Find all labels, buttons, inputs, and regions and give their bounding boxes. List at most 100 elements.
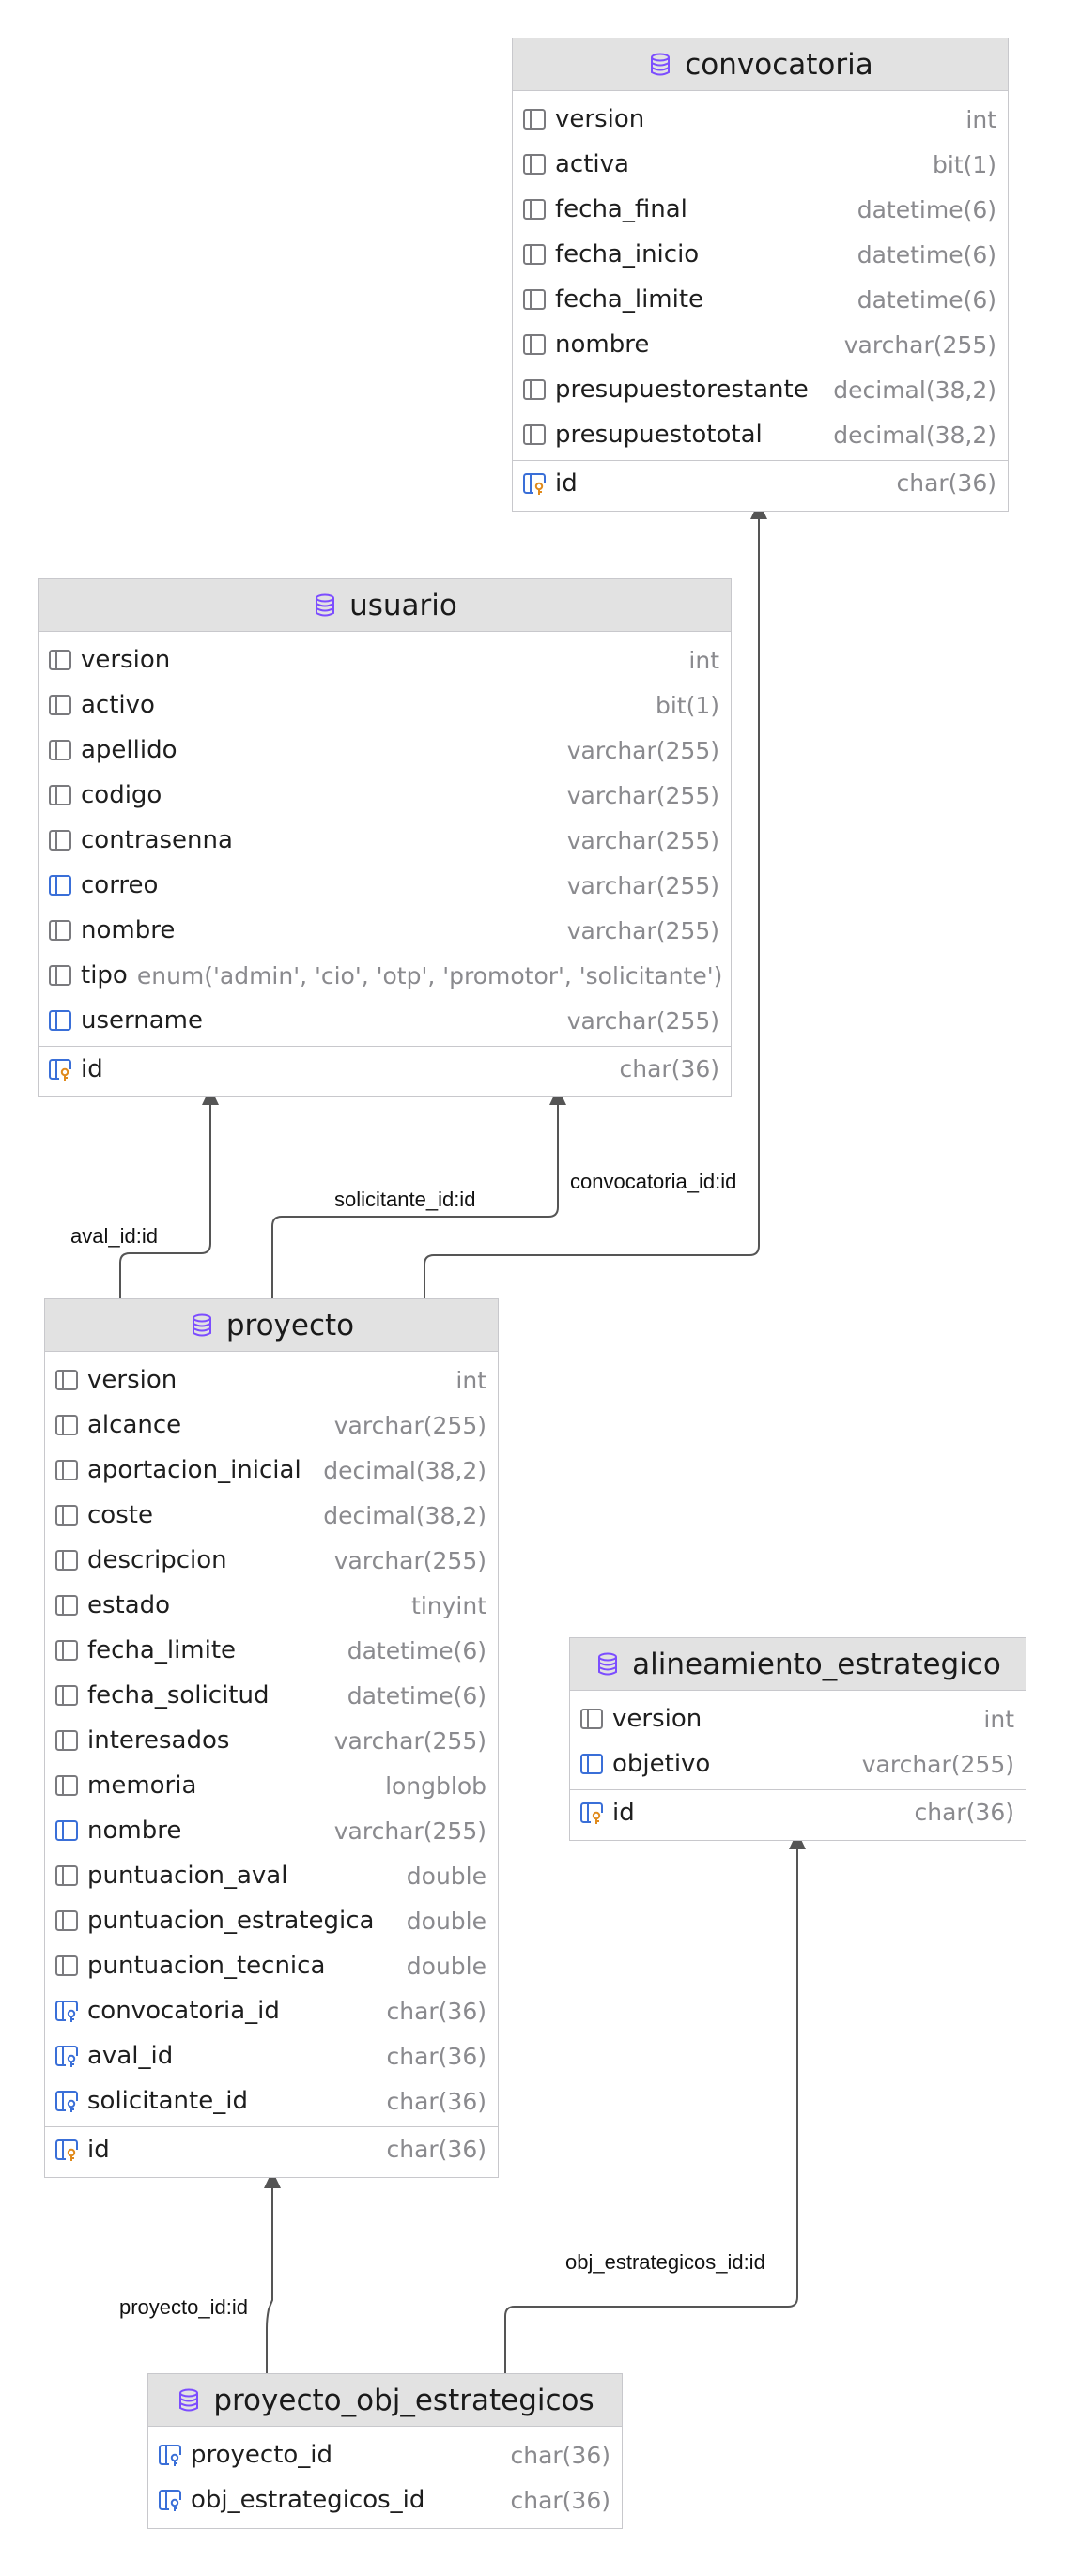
relation-label-convocatoria: convocatoria_id:id [570,1170,737,1193]
column-type: enum('admin', 'cio', 'otp', 'promotor', … [136,961,723,989]
column-type: char(36) [386,2136,486,2163]
column-icon [55,1865,78,1886]
column-name: puntuacion_aval [87,1862,288,1890]
column-name: apellido [81,736,178,764]
column-name: aval_id [87,2042,174,2070]
column-row[interactable]: apellido varchar(255) [39,728,731,773]
foreign-key-icon [55,2091,78,2112]
primary-key-row[interactable]: id char(36) [570,1789,1026,1834]
column-name: fecha_limite [87,1636,237,1664]
column-name: nombre [81,916,176,944]
relation-label-obj-estrategicos: obj_estrategicos_id:id [565,2250,765,2274]
column-type: tinyint [411,1591,486,1619]
column-type: double [406,1907,486,1935]
table-header[interactable]: proyecto [45,1299,498,1352]
column-type: varchar(255) [333,1546,486,1574]
table-header[interactable]: proyecto_obj_estrategicos [148,2374,622,2427]
primary-key-icon [523,472,546,495]
column-type: char(36) [914,1799,1014,1826]
column-name: fecha_inicio [555,240,700,268]
column-type: decimal(38,2) [323,1456,486,1484]
column-name: fecha_limite [555,285,704,314]
column-name: correo [81,871,159,899]
foreign-key-icon [55,2001,78,2022]
column-icon [580,1709,603,1729]
column-row[interactable]: obj_estrategicos_id char(36) [148,2477,622,2522]
table-header[interactable]: convocatoria [513,38,1008,91]
table-header[interactable]: alineamiento_estrategico [570,1638,1026,1691]
column-name: alcance [87,1411,182,1439]
column-icon [523,109,546,130]
column-row[interactable]: puntuacion_tecnica double [45,1943,498,1988]
column-name: obj_estrategicos_id [191,2486,425,2514]
column-name: coste [87,1501,153,1529]
column-name: id [612,1798,635,1827]
column-type: double [406,1952,486,1980]
column-type: varchar(255) [566,736,719,764]
column-name: fecha_final [555,195,687,223]
database-table-icon [598,1652,618,1675]
database-table-icon [192,1313,211,1336]
primary-key-icon [55,2139,78,2161]
column-type: datetime(6) [857,240,996,268]
relation-label-proyecto: proyecto_id:id [119,2295,248,2319]
column-type: char(36) [510,2486,610,2514]
relation-label-aval: aval_id:id [70,1224,158,1248]
column-name: puntuacion_tecnica [87,1952,326,1980]
column-row[interactable]: fecha_inicio datetime(6) [513,232,1008,277]
column-name: activa [555,150,629,178]
column-icon [49,920,71,941]
column-type: decimal(38,2) [833,421,996,449]
table-header[interactable]: usuario [39,579,731,632]
table-name: proyecto_obj_estrategicos [213,2383,594,2417]
column-name: presupuestorestante [555,376,809,404]
foreign-key-icon [55,2046,78,2067]
foreign-key-icon [159,2490,181,2511]
column-name: objetivo [612,1750,711,1778]
column-icon [55,1505,78,1526]
database-table-icon [179,2388,199,2411]
